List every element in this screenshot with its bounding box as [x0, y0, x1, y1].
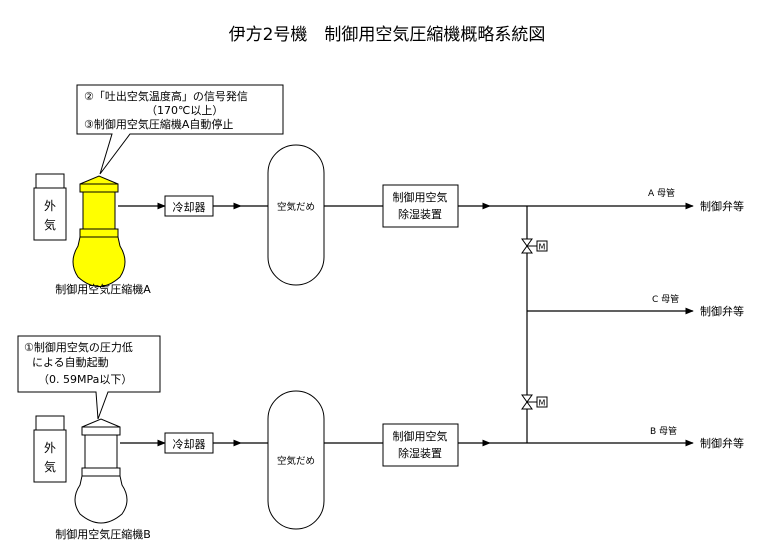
- callout-a-line1: ②「吐出空気温度高」の信号発信: [84, 89, 248, 103]
- cooler-b: 冷却器: [164, 432, 214, 454]
- header-a-label: A 母管: [648, 187, 675, 199]
- cooler-a: 冷却器: [164, 195, 214, 217]
- outside-air-b-char2: 気: [44, 459, 56, 474]
- compressor-a-body: [72, 236, 126, 287]
- air-tank-b-label: 空気だめ: [277, 455, 315, 467]
- callout-b-line2: による自動起動: [32, 355, 109, 369]
- compressor-b-top: [81, 418, 121, 428]
- compressor-b-body: [74, 475, 128, 524]
- header-b-label: B 母管: [650, 425, 677, 437]
- callout-b-line1: ①制御用空気の圧力低: [24, 340, 133, 354]
- callout-b-line3: （0. 59MPa以下）: [38, 373, 132, 386]
- header-c-label: C 母管: [652, 293, 679, 305]
- outside-air-a: 外 気: [33, 173, 67, 241]
- motor-valve-upper: M: [521, 238, 548, 254]
- header-a-destination: 制御弁等: [700, 199, 744, 213]
- motor-valve-lower: M: [521, 394, 548, 410]
- air-tank-a: 空気だめ: [267, 144, 325, 286]
- compressor-a-label: 制御用空気圧縮機A: [55, 282, 151, 296]
- header-b-destination: 制御弁等: [700, 436, 744, 450]
- dehumidifier-b-line1: 制御用空気: [393, 429, 448, 443]
- compressor-b-label: 制御用空気圧縮機B: [55, 527, 151, 541]
- dehumidifier-b: 制御用空気 除湿装置: [382, 423, 459, 467]
- air-tank-b: 空気だめ: [267, 390, 325, 530]
- outside-air-a-char1: 外: [44, 199, 56, 213]
- header-c-destination: 制御弁等: [700, 304, 744, 318]
- outside-air-b-char1: 外: [44, 441, 56, 455]
- callout-a: ②「吐出空気温度高」の信号発信 （170℃以上） ③制御用空気圧縮機A自動停止: [76, 84, 284, 175]
- diagram-title: 伊方2号機 制御用空気圧縮機概略系統図: [229, 25, 546, 45]
- dehumidifier-a-line2: 除湿装置: [398, 207, 442, 221]
- callout-a-line3: ③制御用空気圧縮機A自動停止: [84, 117, 233, 131]
- air-tank-a-label: 空気だめ: [277, 201, 315, 213]
- dehumidifier-b-line2: 除湿装置: [398, 446, 442, 460]
- compressor-a: [72, 175, 126, 287]
- dehumidifier-a-line1: 制御用空気: [393, 190, 448, 204]
- compressor-a-top: [79, 175, 119, 185]
- callout-b: ①制御用空気の圧力低 による自動起動 （0. 59MPa以下）: [17, 335, 161, 420]
- outside-air-b: 外 気: [33, 415, 67, 483]
- callout-a-line2: （170℃以上）: [146, 104, 223, 117]
- dehumidifier-a: 制御用空気 除湿装置: [382, 184, 459, 228]
- cooler-a-label: 冷却器: [173, 201, 206, 214]
- cooler-b-label: 冷却器: [173, 438, 206, 451]
- motor-valve-lower-label: M: [539, 399, 546, 408]
- compressor-b: [74, 418, 128, 524]
- motor-valve-upper-label: M: [539, 243, 546, 252]
- outside-air-a-char2: 気: [44, 217, 56, 232]
